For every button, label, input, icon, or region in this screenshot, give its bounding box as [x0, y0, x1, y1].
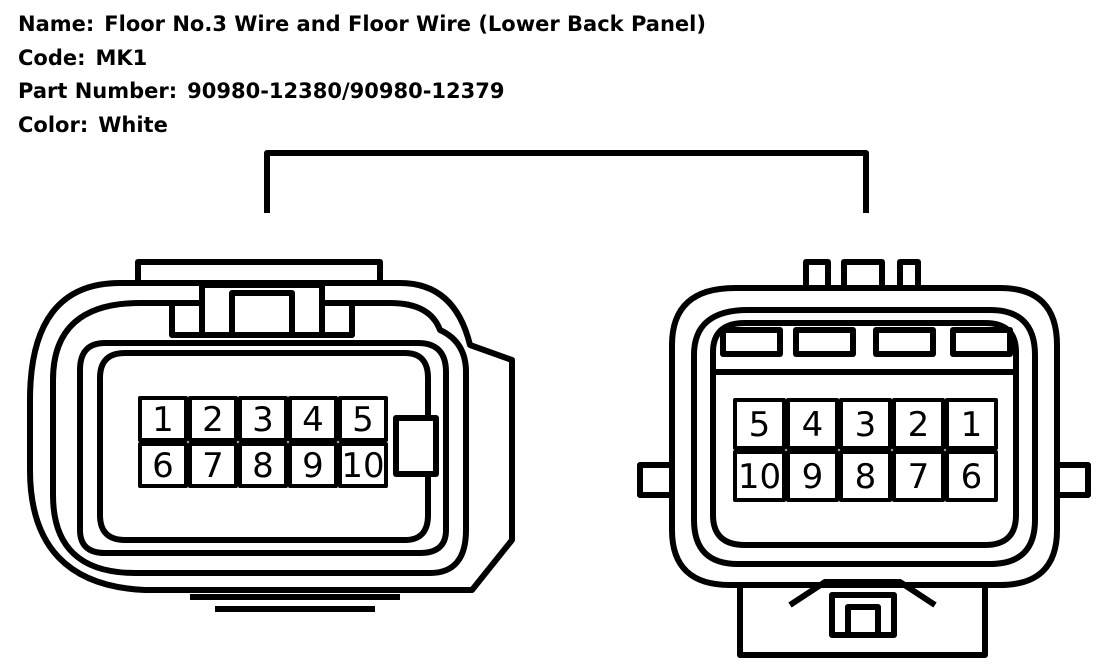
left-pin-label-9: 9	[302, 446, 324, 486]
part-number-value: 90980-12380/90980-12379	[187, 79, 505, 103]
left-pin-cell-10	[338, 442, 388, 488]
mating-bracket	[264, 150, 869, 213]
right-lock-top	[788, 579, 937, 608]
left-pin-cell-5	[338, 396, 388, 442]
right-pin-cell-7	[892, 450, 945, 502]
left-pin-cell-6	[138, 442, 188, 488]
right-pin-label-6: 6	[961, 457, 983, 497]
left-pin-label-1: 1	[152, 400, 174, 440]
right-pin-label-5: 5	[749, 405, 771, 445]
color-row: Color: White	[18, 109, 706, 143]
right-pin-cell-9	[786, 450, 839, 502]
name-value: Floor No.3 Wire and Floor Wire (Lower Ba…	[104, 12, 706, 36]
left-cavity-inner	[97, 350, 431, 543]
right-pin-cell-6	[945, 450, 998, 502]
code-label: Code:	[18, 45, 86, 70]
connector-info: Name: Floor No.3 Wire and Floor Wire (Low…	[18, 8, 706, 142]
right-pin-label-10: 10	[738, 457, 781, 497]
left-pin-cell-9	[288, 442, 338, 488]
left-pin-label-5: 5	[352, 400, 374, 440]
left-pin-cell-1	[138, 396, 188, 442]
left-pin-label-6: 6	[152, 446, 174, 486]
code-value: MK1	[95, 45, 148, 70]
right-pin-cell-8	[839, 450, 892, 502]
right-rib-4	[950, 327, 1013, 357]
right-pin-label-3: 3	[855, 405, 877, 445]
left-pin-cell-7	[188, 442, 238, 488]
color-value: White	[98, 112, 168, 137]
left-pin-label-3: 3	[252, 400, 274, 440]
right-pin-label-7: 7	[908, 457, 930, 497]
right-rib-1	[720, 327, 783, 357]
part-number-row: Part Number: 90980-12380/90980-12379	[18, 75, 706, 109]
right-pin-label-9: 9	[802, 457, 824, 497]
right-lock-slot	[845, 604, 881, 638]
right-pin-cell-3	[839, 398, 892, 450]
right-pin-cell-2	[892, 398, 945, 450]
left-pin-label-10: 10	[341, 446, 384, 486]
right-pin-label-2: 2	[908, 405, 930, 445]
right-pin-cell-1	[945, 398, 998, 450]
color-label: Color:	[18, 112, 89, 137]
left-pin-label-7: 7	[202, 446, 224, 486]
right-inner-shell	[691, 307, 1038, 567]
left-pin-label-2: 2	[202, 400, 224, 440]
left-pin-cell-4	[288, 396, 338, 442]
name-row: Name: Floor No.3 Wire and Floor Wire (Low…	[18, 8, 706, 42]
name-label: Name:	[18, 12, 95, 36]
right-pin-cell-10	[733, 450, 786, 502]
right-rib-2	[793, 327, 856, 357]
right-pin-label-8: 8	[855, 457, 877, 497]
left-pin-cell-2	[188, 396, 238, 442]
code-row: Code: MK1	[18, 42, 706, 76]
right-rib-3	[873, 327, 936, 357]
part-number-label: Part Number:	[18, 79, 178, 103]
right-pin-label-4: 4	[802, 405, 824, 445]
left-top-latch-shell	[135, 259, 383, 283]
left-side-lock	[393, 415, 439, 477]
right-pin-cell-4	[786, 398, 839, 450]
left-pin-label-8: 8	[252, 446, 274, 486]
right-pin-label-1: 1	[961, 405, 983, 445]
right-pin-cell-5	[733, 398, 786, 450]
left-pin-cell-8	[238, 442, 288, 488]
left-latch-slot	[229, 290, 295, 338]
left-pin-label-4: 4	[302, 400, 324, 440]
left-inner-shell	[50, 300, 469, 576]
left-pin-cell-3	[238, 396, 288, 442]
